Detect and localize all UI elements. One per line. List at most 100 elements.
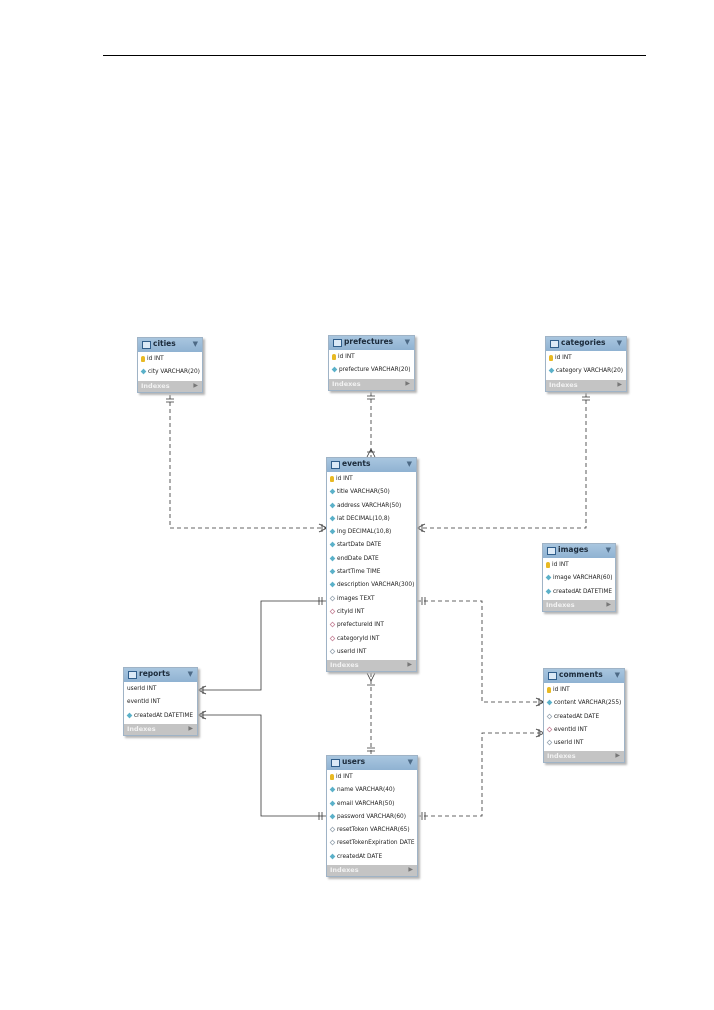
- not-null-column-icon: [331, 366, 338, 373]
- column-row[interactable]: eventId INT: [124, 696, 197, 709]
- collapse-arrow-icon[interactable]: ▼: [614, 671, 620, 679]
- indexes-section[interactable]: Indexes▶: [546, 379, 626, 391]
- table-name: categories: [561, 338, 606, 347]
- table-header[interactable]: events▼: [327, 458, 416, 472]
- expand-arrow-icon[interactable]: ▶: [617, 380, 622, 388]
- column-row[interactable]: id INT: [544, 684, 624, 697]
- indexes-section[interactable]: Indexes ▶: [329, 378, 414, 390]
- table-icon: [128, 671, 137, 679]
- primary-key-icon: [330, 475, 334, 482]
- table-images[interactable]: images▼id INT image VARCHAR(60) createdAt …: [542, 543, 616, 612]
- column-row[interactable]: createdAt DATETIME: [543, 586, 615, 599]
- column-row[interactable]: city VARCHAR(20): [138, 366, 202, 379]
- not-null-column-icon: [329, 813, 336, 820]
- rel-events-users-mark: [366, 672, 376, 752]
- column-label: createdAt DATETIME: [553, 588, 613, 595]
- collapse-arrow-icon[interactable]: ▼: [407, 758, 413, 766]
- indexes-section[interactable]: Indexes ▶: [327, 865, 417, 877]
- column-row[interactable]: lat DECIMAL(10,8): [327, 513, 416, 526]
- indexes-label: Indexes: [546, 600, 575, 609]
- column-row[interactable]: name VARCHAR(40): [327, 784, 417, 797]
- column-row[interactable]: createdAt DATE: [544, 711, 624, 724]
- column-row[interactable]: description VARCHAR(300): [327, 579, 416, 592]
- expand-arrow-icon[interactable]: ▶: [615, 752, 620, 760]
- collapse-arrow-icon[interactable]: ▼: [192, 340, 198, 348]
- column-row[interactable]: title VARCHAR(50): [327, 486, 416, 499]
- column-row[interactable]: id INT: [543, 559, 615, 572]
- expand-arrow-icon[interactable]: ▶: [606, 600, 611, 608]
- table-reports[interactable]: reports ▼ userId INT eventId INT createdAt D…: [123, 667, 198, 736]
- column-row[interactable]: resetToken VARCHAR(65): [327, 824, 417, 837]
- collapse-arrow-icon[interactable]: ▼: [404, 338, 410, 346]
- column-row[interactable]: image VARCHAR(60): [543, 572, 615, 585]
- indexes-label: Indexes: [330, 866, 359, 875]
- column-label: prefecture VARCHAR(20): [339, 367, 411, 374]
- table-header[interactable]: prefectures▼: [329, 336, 414, 350]
- column-row[interactable]: id INT: [329, 351, 414, 364]
- column-label: cityId INT: [337, 608, 365, 615]
- collapse-arrow-icon[interactable]: ▼: [605, 546, 611, 554]
- foreign-key-icon: [329, 621, 336, 628]
- column-row[interactable]: id INT: [327, 771, 417, 784]
- column-row[interactable]: prefecture VARCHAR(20): [329, 364, 414, 377]
- column-row[interactable]: startTime TIME: [327, 566, 416, 579]
- indexes-label: Indexes: [332, 379, 361, 388]
- column-row[interactable]: createdAt DATETIME: [124, 710, 197, 723]
- column-row[interactable]: id INT: [138, 353, 202, 366]
- collapse-arrow-icon[interactable]: ▼: [406, 460, 412, 468]
- not-null-column-icon: [329, 582, 336, 588]
- expand-arrow-icon[interactable]: ▶: [407, 661, 412, 669]
- collapse-arrow-icon[interactable]: ▼: [616, 339, 622, 347]
- column-row[interactable]: prefectureId INT: [327, 619, 416, 632]
- indexes-section[interactable]: Indexes ▶: [543, 599, 615, 611]
- table-header[interactable]: categories ▼: [546, 337, 626, 351]
- column-row[interactable]: eventId INT: [544, 724, 624, 737]
- column-row[interactable]: createdAt DATE: [327, 851, 417, 864]
- column-row[interactable]: userId INT: [327, 646, 416, 659]
- table-prefectures[interactable]: prefectures▼id INT prefecture VARCHAR(20)…: [328, 335, 415, 391]
- expand-arrow-icon[interactable]: ▶: [193, 381, 198, 389]
- table-name: reports: [139, 669, 171, 678]
- column-row[interactable]: address VARCHAR(50): [327, 500, 416, 513]
- indexes-section[interactable]: Indexes▶: [124, 723, 197, 735]
- table-header[interactable]: users▼: [327, 756, 417, 770]
- column-label: image VARCHAR(60): [553, 575, 613, 582]
- column-row[interactable]: id INT: [546, 352, 626, 365]
- column-row[interactable]: images TEXT: [327, 593, 416, 606]
- indexes-section[interactable]: Indexes▶: [138, 380, 202, 392]
- table-header[interactable]: cities ▼: [138, 338, 202, 352]
- column-label: eventId INT: [127, 699, 161, 706]
- column-row[interactable]: userId INT: [124, 683, 197, 696]
- expand-arrow-icon[interactable]: ▶: [405, 379, 410, 387]
- column-row[interactable]: password VARCHAR(60): [327, 811, 417, 824]
- column-row[interactable]: resetTokenExpiration DATE: [327, 837, 417, 850]
- column-row[interactable]: content VARCHAR(255): [544, 697, 624, 710]
- expand-arrow-icon[interactable]: ▶: [408, 866, 413, 874]
- collapse-arrow-icon[interactable]: ▼: [187, 670, 193, 678]
- column-row[interactable]: lng DECIMAL(10,8): [327, 526, 416, 539]
- column-row[interactable]: startDate DATE: [327, 539, 416, 552]
- indexes-section[interactable]: Indexes▶: [327, 660, 416, 672]
- column-list: userId INT eventId INT createdAt DATETIME: [124, 682, 197, 724]
- table-name: cities: [153, 339, 176, 348]
- indexes-section[interactable]: Indexes▶: [544, 751, 624, 763]
- column-row[interactable]: category VARCHAR(20): [546, 365, 626, 378]
- column-row[interactable]: userId INT: [544, 737, 624, 750]
- table-header[interactable]: reports ▼: [124, 668, 197, 682]
- column-row[interactable]: email VARCHAR(50): [327, 798, 417, 811]
- column-row[interactable]: categoryId INT: [327, 633, 416, 646]
- column-row[interactable]: cityId INT: [327, 606, 416, 619]
- expand-arrow-icon[interactable]: ▶: [188, 724, 193, 732]
- table-header[interactable]: images▼: [543, 544, 615, 558]
- table-header[interactable]: comments▼: [544, 669, 624, 683]
- column-row[interactable]: id INT: [327, 473, 416, 486]
- column-row[interactable]: endDate DATE: [327, 553, 416, 566]
